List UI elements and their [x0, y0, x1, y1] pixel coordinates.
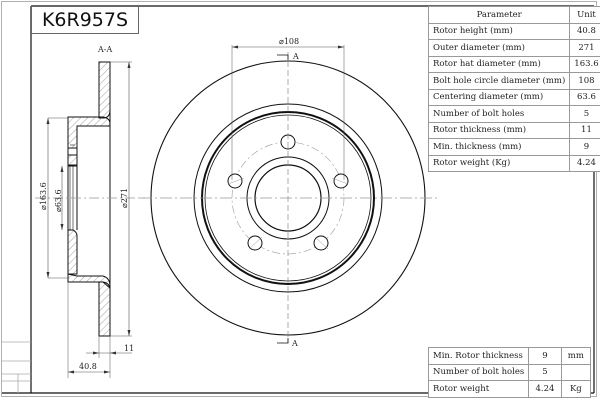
param-label: Number of bolt holes	[427, 105, 571, 123]
param-value: 63.6	[569, 88, 600, 106]
summary-unit: Kg	[560, 380, 592, 398]
dim-height: 40.8	[79, 362, 97, 371]
table-row: Rotor height (mm)40.8	[427, 22, 600, 40]
param-value: 163.6	[569, 55, 600, 73]
param-value: 108	[569, 72, 600, 90]
param-value: 271	[569, 39, 600, 57]
spec-table: Parameter Unit Rotor height (mm)40.8 Out…	[427, 6, 600, 172]
header-parameter: Parameter	[427, 6, 571, 24]
param-label: Min. thickness (mm)	[427, 138, 571, 156]
summary-label: Rotor weight	[427, 380, 530, 398]
param-label: Rotor height (mm)	[427, 22, 571, 40]
param-label: Rotor thickness (mm)	[427, 121, 571, 139]
spec-table-header: Parameter Unit	[427, 6, 600, 24]
summary-label: Min. Rotor thickness	[427, 347, 530, 365]
dim-bolt-circle: ⌀108	[279, 37, 299, 46]
param-value: 9	[569, 138, 600, 156]
table-row: Centering diameter (mm)63.6	[427, 88, 600, 106]
summary-value: 5	[528, 363, 562, 381]
dim-thickness: 11	[124, 344, 134, 353]
table-row: Rotor thickness (mm)11	[427, 121, 600, 139]
param-label: Rotor weight (Kg)	[427, 154, 571, 172]
param-label: Centering diameter (mm)	[427, 88, 571, 106]
header-unit: Unit	[569, 6, 600, 24]
param-value: 5	[569, 105, 600, 123]
summary-value: 9	[528, 347, 562, 365]
summary-label: Number of bolt holes	[427, 363, 530, 381]
dim-outer-diameter: ⌀271	[120, 188, 129, 208]
summary-value: 4.24	[528, 380, 562, 398]
dim-centering-diameter: ⌀63.6	[54, 189, 63, 212]
bolt-holes	[227, 134, 349, 251]
table-row: Bolt hole circle diameter (mm)108	[427, 72, 600, 90]
summary-unit: mm	[560, 347, 592, 365]
section-label: A-A	[97, 45, 112, 54]
param-label: Rotor hat diameter (mm)	[427, 55, 571, 73]
param-label: Bolt hole circle diameter (mm)	[427, 72, 571, 90]
param-label: Outer diameter (mm)	[427, 39, 571, 57]
table-row: Outer diameter (mm)271	[427, 39, 600, 57]
section-marker-bottom: A	[291, 339, 298, 348]
param-value: 4.24	[569, 154, 600, 172]
param-value: 40.8	[569, 22, 600, 40]
param-value: 11	[569, 121, 600, 139]
table-row: Min. thickness (mm)9	[427, 138, 600, 156]
section-marker-top: A	[292, 52, 299, 61]
table-row: Rotor hat diameter (mm)163.6	[427, 55, 600, 73]
dim-hat-diameter: ⌀163.6	[39, 182, 48, 210]
section-view: ⌀163.6 ⌀63.6 ⌀271 11 40.8	[35, 61, 145, 378]
summary-unit	[560, 363, 592, 381]
part-number-title: K6R957S	[31, 6, 139, 34]
front-view: ⌀108 A A	[140, 37, 440, 348]
table-row: Rotor weight (Kg)4.24	[427, 154, 600, 172]
